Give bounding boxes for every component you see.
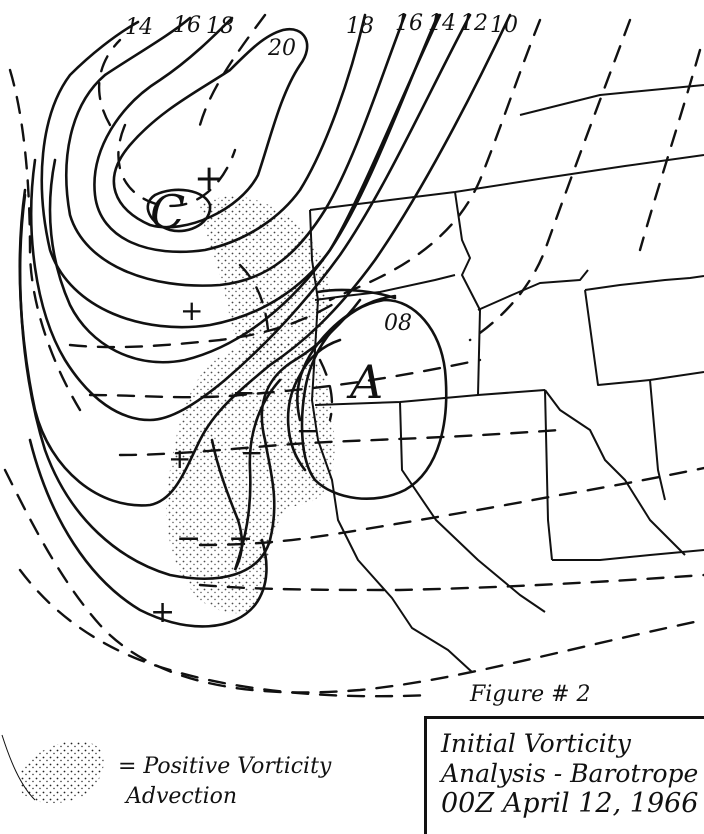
arizona-north-line xyxy=(552,549,704,561)
oregon-washington-line xyxy=(314,274,456,301)
contour-a-inner xyxy=(286,338,342,472)
legend-line-2: Advection xyxy=(126,784,238,809)
california-nevada-line xyxy=(399,401,546,613)
contour-labels: 14 16 18 20 18 16 14 12 10 08 xyxy=(125,11,518,336)
dashed-contour-8 xyxy=(118,428,562,457)
contour-label-08: 08 xyxy=(384,311,412,336)
continental-divide xyxy=(544,389,686,556)
plus-icon: + xyxy=(194,158,224,199)
dashed-contour-16 xyxy=(318,358,334,422)
idaho-south-line xyxy=(314,389,546,406)
minus-icon: − xyxy=(228,521,253,556)
montana-south-line xyxy=(477,269,589,311)
dashed-contour-14 xyxy=(97,38,122,127)
contour-a-circle xyxy=(300,298,448,500)
plus-icon: + xyxy=(168,442,191,475)
dashed-contour-4 xyxy=(3,468,704,694)
geographic-boundaries xyxy=(309,84,704,673)
stipple-swatch-icon xyxy=(20,741,104,804)
nevada-east-line xyxy=(544,389,553,561)
contour-label-12: 12 xyxy=(460,11,488,36)
legend-line-1: = Positive Vorticity xyxy=(118,754,332,779)
contour-to-08 xyxy=(316,288,397,300)
vorticity-centers: C A xyxy=(150,185,383,409)
caption-title: Initial Vorticity xyxy=(441,729,631,758)
minus-icon: − xyxy=(240,436,263,469)
contour-08-north xyxy=(210,378,282,571)
dashed-contour-9 xyxy=(88,358,482,399)
dashed-contour-11 xyxy=(328,18,542,302)
dashed-contour-3 xyxy=(8,68,82,412)
swatch-edge xyxy=(1,734,36,801)
caption-box: Initial Vorticity Analysis - Barotrope 0… xyxy=(424,716,704,834)
minus-icon: − xyxy=(176,521,201,556)
contour-label-16-west: 16 xyxy=(173,13,201,38)
contour-label-20: 20 xyxy=(267,36,296,61)
contour-16-west xyxy=(65,13,407,287)
contour-label-16-east: 16 xyxy=(395,11,423,36)
canada-inner-line xyxy=(519,84,704,116)
advection-symbols: + + + + − − − − − xyxy=(150,158,319,630)
dashed-contour-6 xyxy=(198,573,704,592)
dashed-contour-12 xyxy=(468,18,632,342)
solid-vorticity-contours xyxy=(18,13,512,628)
dashed-contour-2 xyxy=(198,13,267,127)
figure-number: Figure # 2 xyxy=(470,682,591,707)
contour-14-east xyxy=(48,13,440,364)
dashed-contour-15 xyxy=(238,263,270,332)
contour-label-14-west: 14 xyxy=(125,15,153,40)
contour-label-10: 10 xyxy=(490,13,518,38)
dashed-contour-7 xyxy=(198,466,704,547)
dashed-contour-13 xyxy=(638,48,702,252)
contour-14-west xyxy=(40,13,442,329)
northern-border xyxy=(309,154,704,211)
idaho-west-line xyxy=(454,191,481,396)
contour-label-14-east: 14 xyxy=(428,11,456,36)
caption-subtitle: Analysis - Barotrope xyxy=(441,759,699,788)
dashed-contour-1 xyxy=(117,123,237,208)
dashed-contours xyxy=(3,13,704,698)
contour-08-outer xyxy=(28,438,268,628)
wyoming-outline xyxy=(584,275,704,386)
utah-colorado-line xyxy=(649,379,666,501)
legend-swatch xyxy=(1,734,104,804)
legend-text: = Positive Vorticity Advection xyxy=(118,752,331,812)
contour-10-south xyxy=(18,193,362,580)
contour-label-18-east: 18 xyxy=(346,14,374,39)
caption-date: 00Z April 12, 1966 xyxy=(441,788,699,819)
plus-icon: + xyxy=(150,595,175,630)
dashed-contour-5 xyxy=(18,568,432,698)
pva-region-north xyxy=(200,196,330,368)
minus-icon: − xyxy=(232,376,255,409)
plus-icon: + xyxy=(180,294,203,327)
minus-icon: − xyxy=(296,414,319,447)
contour-label-18-west: 18 xyxy=(206,14,234,39)
contour-18-closed xyxy=(146,188,212,233)
dashed-contour-10 xyxy=(68,298,342,349)
contour-18-west xyxy=(93,13,367,254)
center-label-c: C xyxy=(150,185,185,239)
center-label-a: A xyxy=(346,355,383,409)
